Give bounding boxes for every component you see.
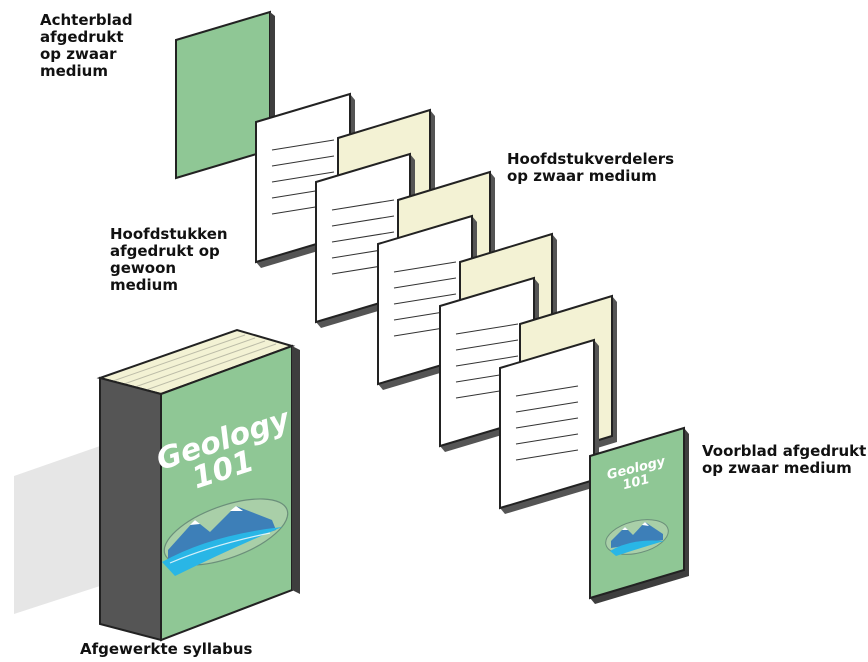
book-spine — [99, 376, 162, 642]
front-cover-label: Voorblad afgedrukt op zwaar medium — [702, 442, 867, 477]
finished-syllabus-label: Afgewerkte syllabus — [80, 640, 253, 658]
chapter-page-5 — [499, 338, 599, 514]
book-mountain-logo — [162, 498, 289, 576]
front-cover-sheet: Geology 101 — [589, 426, 689, 604]
finished-syllabus-book: Geology 101 — [14, 328, 300, 642]
front-cover-mountain-logo — [605, 519, 669, 556]
book-shadow — [14, 446, 100, 614]
chapter-dividers-label: Hoofdstukverdelers op zwaar medium — [507, 150, 675, 185]
chapters-label: Hoofdstukken afgedrukt op gewoon medium — [110, 225, 228, 294]
back-cover-label: Achterblad afgedrukt op zwaar medium — [40, 11, 133, 80]
front-cover-title-line2: 101 — [621, 472, 651, 493]
book-front-cover — [160, 344, 293, 642]
